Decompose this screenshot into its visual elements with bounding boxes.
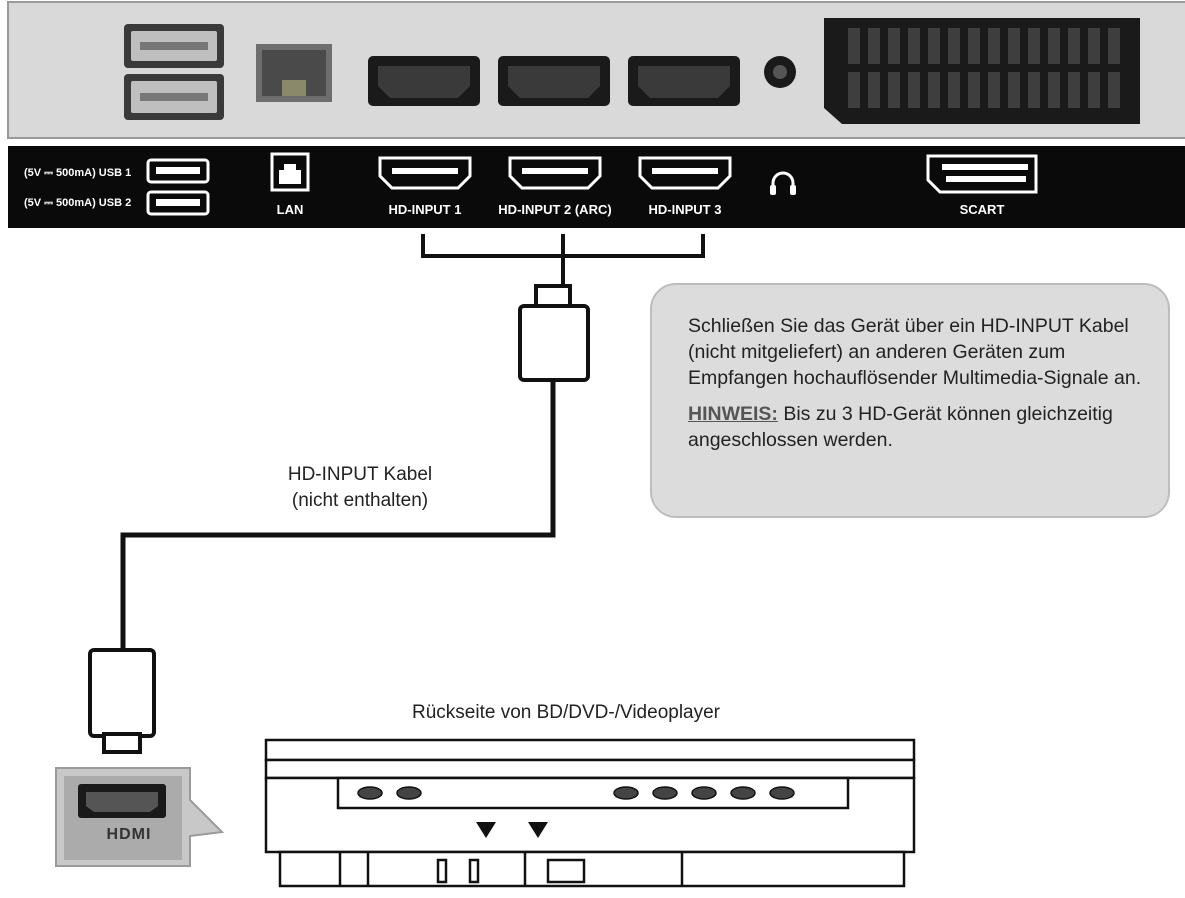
headphone-icon <box>770 171 796 195</box>
lan-label: LAN <box>277 202 304 217</box>
cable-label-line2: (nicht enthalten) <box>291 490 429 511</box>
tv-back-panel <box>7 1 1185 139</box>
lan-port-icon <box>270 152 310 192</box>
scart-label: SCART <box>960 202 1005 217</box>
scart-port-icon <box>926 154 1038 194</box>
tv-label-strip: (5V ⎓ 500mA) USB 1 (5V ⎓ 500mA) USB 2 LA… <box>8 146 1185 228</box>
hd-input-1-label: HD-INPUT 1 <box>389 202 462 217</box>
player-back-panel <box>264 738 916 888</box>
cable-label-line1: HD-INPUT Kabel <box>287 464 433 485</box>
arrow-down-icon <box>476 822 548 838</box>
scart-port-icon <box>824 18 1140 124</box>
input-bracket <box>421 234 705 286</box>
note-text: Bis zu 3 HD-Gerät können gleichzeitig an… <box>688 403 1113 451</box>
hdmi-plug-icon <box>518 284 590 382</box>
usb-port-icon <box>124 24 224 120</box>
player-buttons <box>357 786 795 800</box>
hdmi-tag-label: HDMI <box>106 826 152 843</box>
hd-input-3-label: HD-INPUT 3 <box>649 202 722 217</box>
hdmi-plug-icon <box>88 648 156 754</box>
cable-label: HD-INPUT Kabel (nicht enthalten) <box>240 462 480 514</box>
note-label: HINWEIS: <box>688 403 778 425</box>
device-hdmi-port <box>55 767 225 867</box>
hdmi-port-icon <box>378 156 732 190</box>
usb-port-icon <box>146 158 210 216</box>
callout-text: Schließen Sie das Gerät über ein HD-INPU… <box>688 315 1142 389</box>
hd-input-2-label: HD-INPUT 2 (ARC) <box>498 202 611 217</box>
headphone-jack <box>764 56 796 88</box>
usb1-label: (5V ⎓ 500mA) USB 1 <box>24 167 131 179</box>
hdmi-port-icon <box>368 56 740 106</box>
info-callout: Schließen Sie das Gerät über ein HD-INPU… <box>650 283 1170 518</box>
usb2-label: (5V ⎓ 500mA) USB 2 <box>24 197 131 209</box>
hdmi-cable <box>120 380 556 652</box>
callout-note: HINWEIS: Bis zu 3 HD-Gerät können gleich… <box>688 401 1148 453</box>
lan-port-icon <box>256 44 332 102</box>
player-title: Rückseite von BD/DVD-/Videoplayer <box>412 702 721 723</box>
